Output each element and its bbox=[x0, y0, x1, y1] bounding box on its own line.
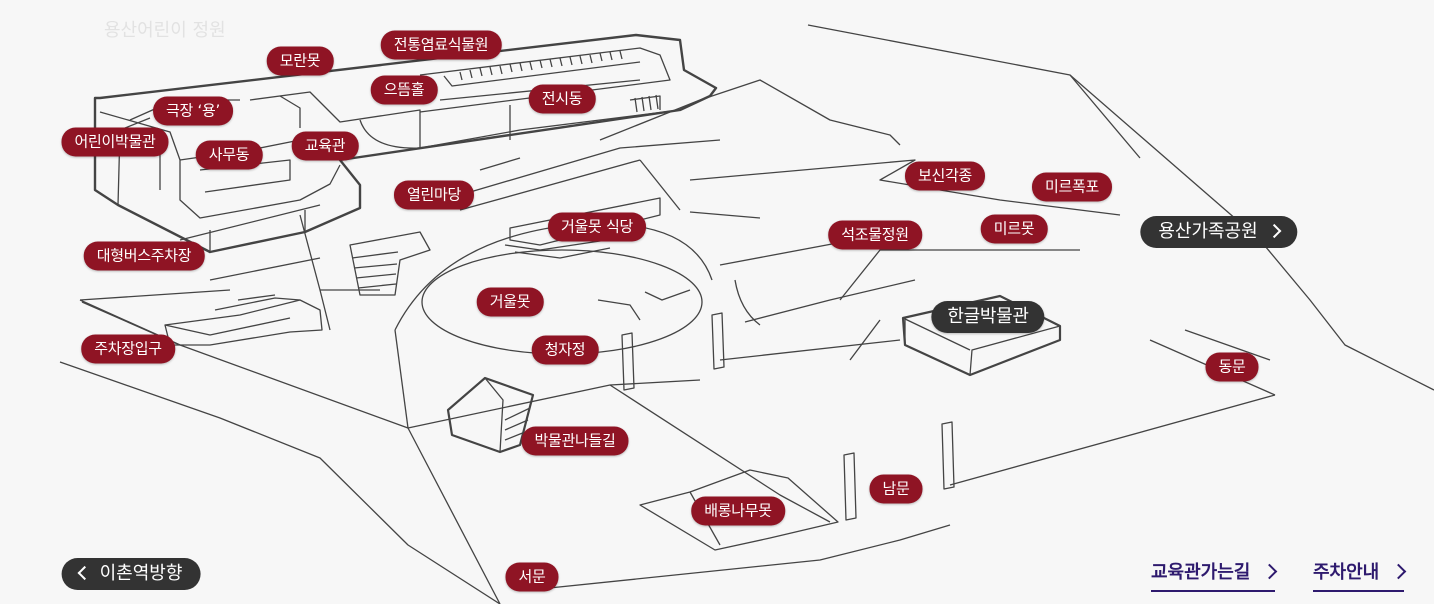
yongsan-family-park-button[interactable]: 용산가족공원 bbox=[1140, 216, 1298, 248]
faint-title: 용산어린이 정원 bbox=[104, 20, 226, 41]
chevron-right-icon bbox=[1262, 563, 1278, 580]
label-stone-garden[interactable]: 석조물정원 bbox=[828, 220, 922, 250]
label-moranmot[interactable]: 모란못 bbox=[266, 46, 334, 76]
label-mirror-pond-restaurant[interactable]: 거울못 식당 bbox=[548, 212, 646, 242]
label-west-gate[interactable]: 서문 bbox=[505, 562, 559, 592]
ichon-station-button[interactable]: 이촌역방향 bbox=[61, 558, 201, 590]
label-parking-entrance[interactable]: 주차장입구 bbox=[81, 334, 175, 364]
label-east-gate[interactable]: 동문 bbox=[1205, 352, 1259, 382]
education-route-link[interactable]: 교육관가는길 bbox=[1151, 558, 1278, 592]
label-jeonsidong[interactable]: 전시동 bbox=[528, 84, 596, 114]
label-mireu-falls[interactable]: 미르폭포 bbox=[1031, 172, 1113, 202]
label-cheongja-pavilion[interactable]: 청자정 bbox=[531, 335, 599, 365]
label-museum-path[interactable]: 박물관나들길 bbox=[521, 426, 629, 456]
label-south-gate[interactable]: 남문 bbox=[869, 474, 923, 504]
label-mireumot[interactable]: 미르못 bbox=[980, 214, 1048, 244]
label-bosingak-bell[interactable]: 보신각종 bbox=[904, 161, 986, 191]
family-park-label: 용산가족공원 bbox=[1158, 221, 1258, 242]
label-children-museum[interactable]: 어린이박물관 bbox=[61, 127, 169, 157]
label-samudong[interactable]: 사무동 bbox=[195, 140, 263, 170]
label-theater-yong[interactable]: 극장 ‘용’ bbox=[153, 96, 233, 126]
label-open-plaza[interactable]: 열린마당 bbox=[393, 180, 475, 210]
label-bus-parking[interactable]: 대형버스주차장 bbox=[83, 241, 205, 271]
ichon-station-label: 이촌역방향 bbox=[99, 563, 183, 584]
label-mirror-pond[interactable]: 거울못 bbox=[476, 287, 544, 317]
education-route-label: 교육관가는길 bbox=[1151, 562, 1251, 583]
label-gyoyukgwan[interactable]: 교육관 bbox=[291, 131, 359, 161]
label-eudeumhol[interactable]: 으뜸홀 bbox=[370, 75, 438, 105]
chevron-left-icon bbox=[77, 565, 92, 580]
label-hangeul-museum[interactable]: 한글박물관 bbox=[931, 301, 1045, 333]
chevron-right-icon bbox=[1390, 563, 1407, 580]
label-jeontong-garden[interactable]: 전통염료식물원 bbox=[380, 30, 502, 60]
label-baerong-pond[interactable]: 배롱나무못 bbox=[691, 496, 785, 526]
parking-info-link[interactable]: 주차안내 bbox=[1313, 558, 1407, 592]
parking-info-label: 주차안내 bbox=[1313, 562, 1380, 583]
chevron-right-icon bbox=[1267, 223, 1282, 238]
